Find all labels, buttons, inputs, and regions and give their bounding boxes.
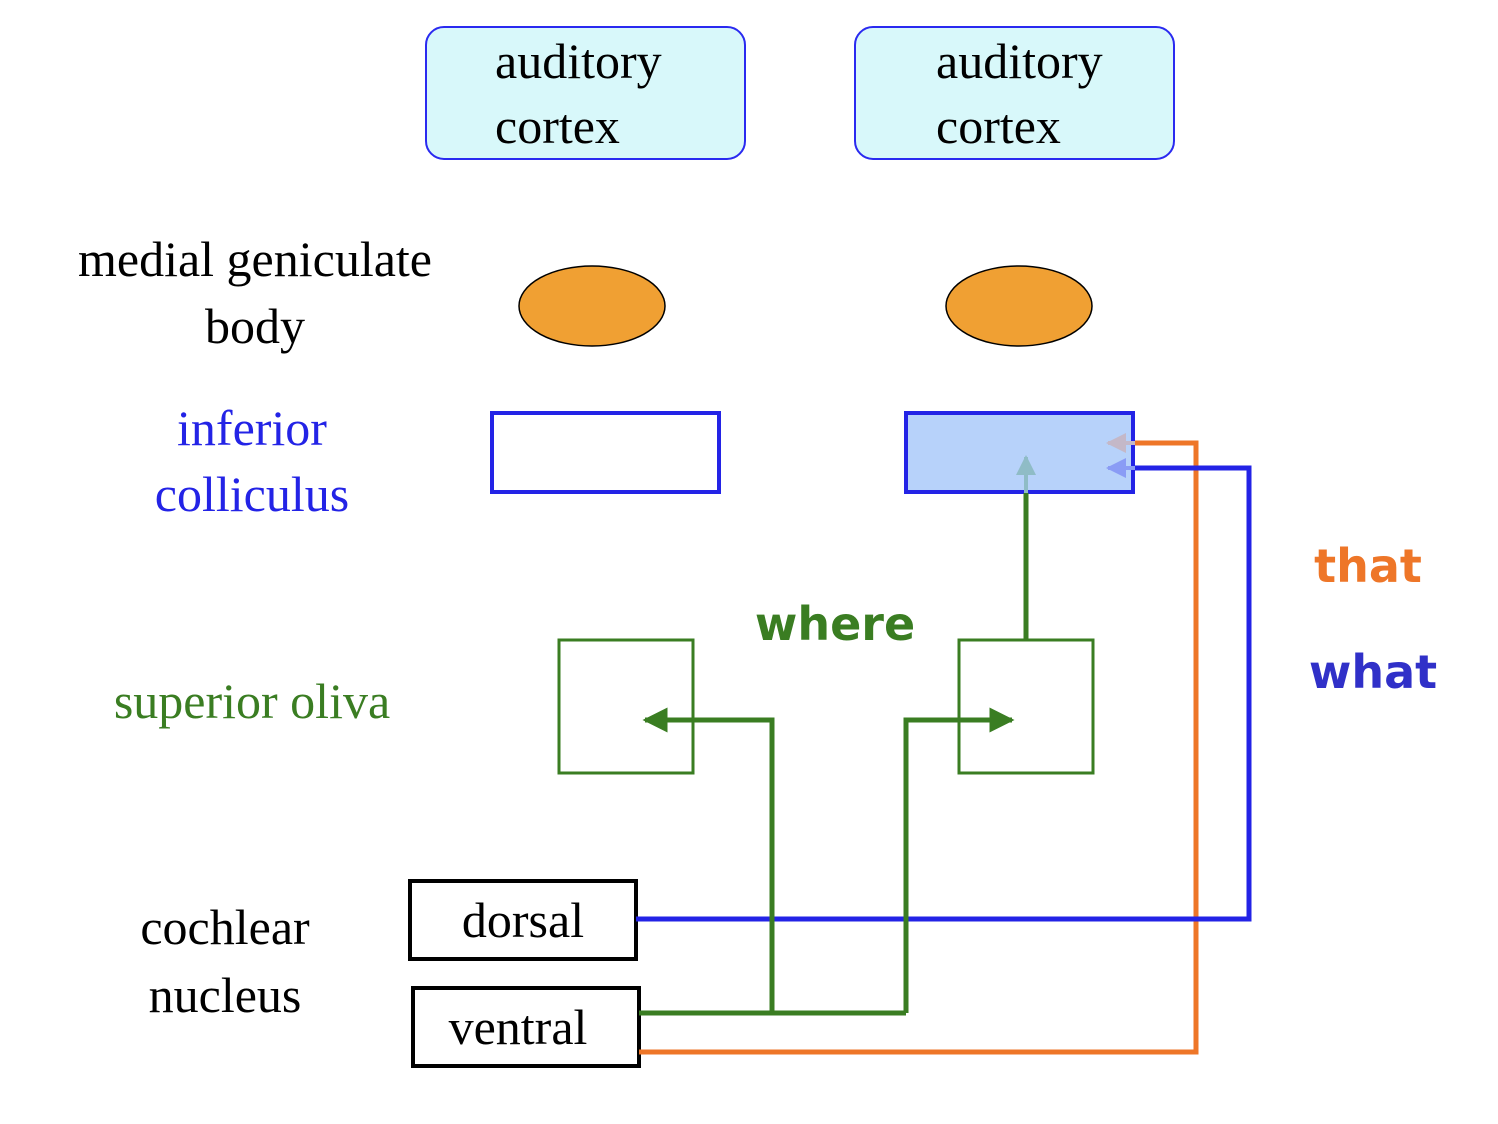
- mgb-left-oval: [518, 265, 666, 347]
- oliva-right-box: [957, 638, 1095, 775]
- ic-right-box: [904, 411, 1135, 494]
- cortex-left-line1: auditory: [495, 33, 662, 89]
- where-label: where: [755, 597, 915, 651]
- that-pathway-line: [639, 440, 1199, 1055]
- label-inferior-colliculus-line1: inferior: [177, 400, 327, 456]
- mgb-right-oval: [945, 265, 1093, 347]
- where-pathway-to-left-oliva: [642, 707, 775, 1013]
- ic-left-box: [490, 411, 721, 494]
- label-superior-oliva: superior oliva: [114, 673, 390, 729]
- auditory-cortex-right: auditory cortex: [854, 26, 1175, 160]
- label-cochlear-nucleus-line2: nucleus: [149, 967, 302, 1023]
- dorsal-box: dorsal: [408, 879, 638, 961]
- label-inferior-colliculus-line2: colliculus: [155, 466, 349, 522]
- label-medial-geniculate-line2: body: [205, 298, 305, 354]
- label-cochlear-nucleus-line1: cochlear: [140, 899, 310, 955]
- cortex-right-line2: cortex: [936, 98, 1061, 154]
- dorsal-label: dorsal: [462, 892, 584, 948]
- label-medial-geniculate-line1: medial geniculate: [78, 231, 432, 287]
- auditory-cortex-left: auditory cortex: [425, 26, 746, 160]
- what-pathway-line: [636, 465, 1252, 922]
- oliva-left-box: [557, 638, 695, 775]
- cortex-right-line1: auditory: [936, 33, 1103, 89]
- ventral-box: ventral: [411, 986, 641, 1068]
- cortex-left-line2: cortex: [495, 98, 620, 154]
- ventral-label: ventral: [449, 999, 588, 1055]
- that-label: that: [1314, 539, 1422, 593]
- what-label: what: [1309, 645, 1437, 699]
- where-pathway-to-right-oliva: [903, 707, 1015, 1013]
